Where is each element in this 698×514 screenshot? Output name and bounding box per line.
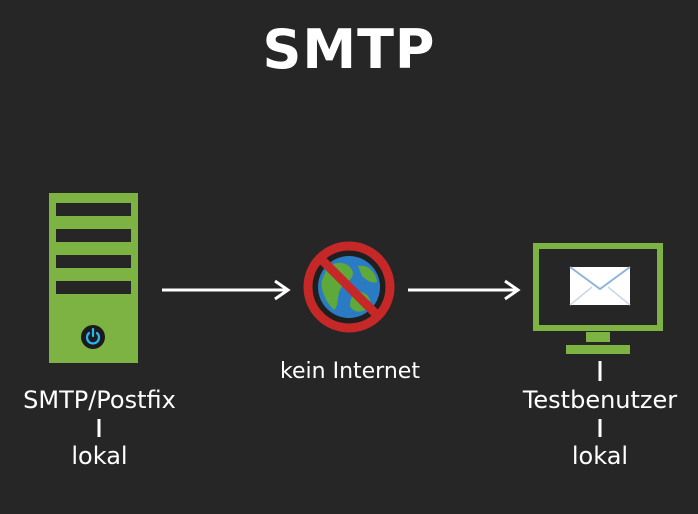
arrow-right-icon <box>408 279 521 301</box>
no-internet-globe-icon <box>303 241 395 333</box>
internet-label: kein Internet <box>280 359 420 384</box>
client-label: Testbenutzer <box>522 386 678 414</box>
server-label: SMTP/Postfix <box>23 386 176 414</box>
server-tower-icon <box>49 193 138 363</box>
envelope-icon <box>569 266 631 306</box>
diagram-title: SMTP <box>262 18 436 81</box>
server-sublabel: lokal <box>71 442 128 470</box>
power-button-icon <box>81 325 105 349</box>
client-sublabel: lokal <box>571 442 629 470</box>
arrow-right-icon <box>162 279 291 301</box>
monitor-mail-icon <box>533 243 663 354</box>
